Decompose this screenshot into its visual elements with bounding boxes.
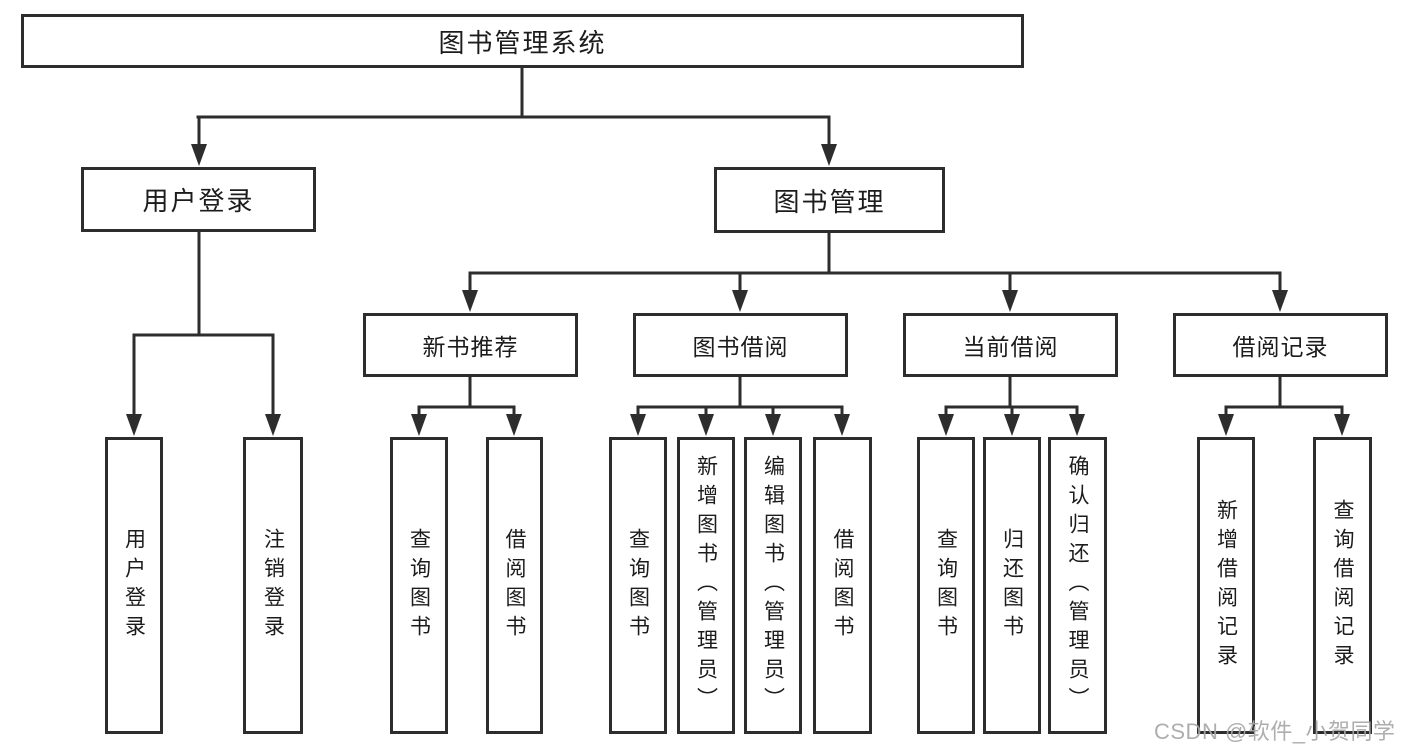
node-label: 用户登录 <box>142 186 255 216</box>
leaf-query-book-borrow: 查询图书 <box>609 437 667 734</box>
node-label: 新书推荐 <box>422 334 519 360</box>
node-book-management: 图书管理 <box>714 167 945 233</box>
leaf-edit-book-admin: 编辑图书（管理员） <box>744 437 802 734</box>
node-label: 图书管理 <box>773 186 886 217</box>
leaf-user-login: 用户登录 <box>105 437 163 734</box>
node-label: 编辑图书（管理员） <box>761 455 785 716</box>
node-label: 新增借阅记录 <box>1214 498 1238 673</box>
leaf-borrow-book-borrow: 借阅图书 <box>813 437 872 734</box>
node-label: 图书借阅 <box>692 334 789 360</box>
leaf-add-book-admin: 新增图书（管理员） <box>677 437 735 734</box>
node-label: 查询图书 <box>934 527 958 644</box>
leaf-return-book: 归还图书 <box>983 437 1041 734</box>
node-label: 查询图书 <box>407 527 431 644</box>
leaf-borrow-book-recommend: 借阅图书 <box>486 437 543 734</box>
node-label: 查询借阅记录 <box>1331 498 1354 673</box>
node-borrow-records: 借阅记录 <box>1173 313 1388 377</box>
node-book-borrow: 图书借阅 <box>633 313 848 377</box>
leaf-logout: 注销登录 <box>243 437 303 734</box>
node-label: 注销登录 <box>261 527 285 644</box>
leaf-query-book-current: 查询图书 <box>917 437 975 734</box>
node-library-management-system: 图书管理系统 <box>21 14 1024 68</box>
node-new-book-recommend: 新书推荐 <box>363 313 578 377</box>
node-label: 查询图书 <box>626 527 650 644</box>
node-label: 归还图书 <box>1000 527 1024 644</box>
node-label: 借阅记录 <box>1232 334 1329 360</box>
leaf-confirm-return-admin: 确认归还（管理员） <box>1048 437 1107 734</box>
node-label: 用户登录 <box>122 527 146 644</box>
node-user-login: 用户登录 <box>81 167 316 232</box>
node-current-borrow: 当前借阅 <box>903 313 1118 377</box>
leaf-query-borrow-record: 查询借阅记录 <box>1313 437 1372 734</box>
leaf-query-book-recommend: 查询图书 <box>390 437 448 734</box>
node-label: 借阅图书 <box>503 527 526 644</box>
node-label: 新增图书（管理员） <box>694 455 718 716</box>
node-label: 借阅图书 <box>831 527 854 644</box>
watermark-text: CSDN @软件_小贺同学 <box>1154 719 1396 744</box>
node-label: 确认归还（管理员） <box>1066 455 1089 716</box>
node-label: 图书管理系统 <box>438 27 607 58</box>
node-label: 当前借阅 <box>962 334 1059 360</box>
leaf-add-borrow-record: 新增借阅记录 <box>1197 437 1255 734</box>
